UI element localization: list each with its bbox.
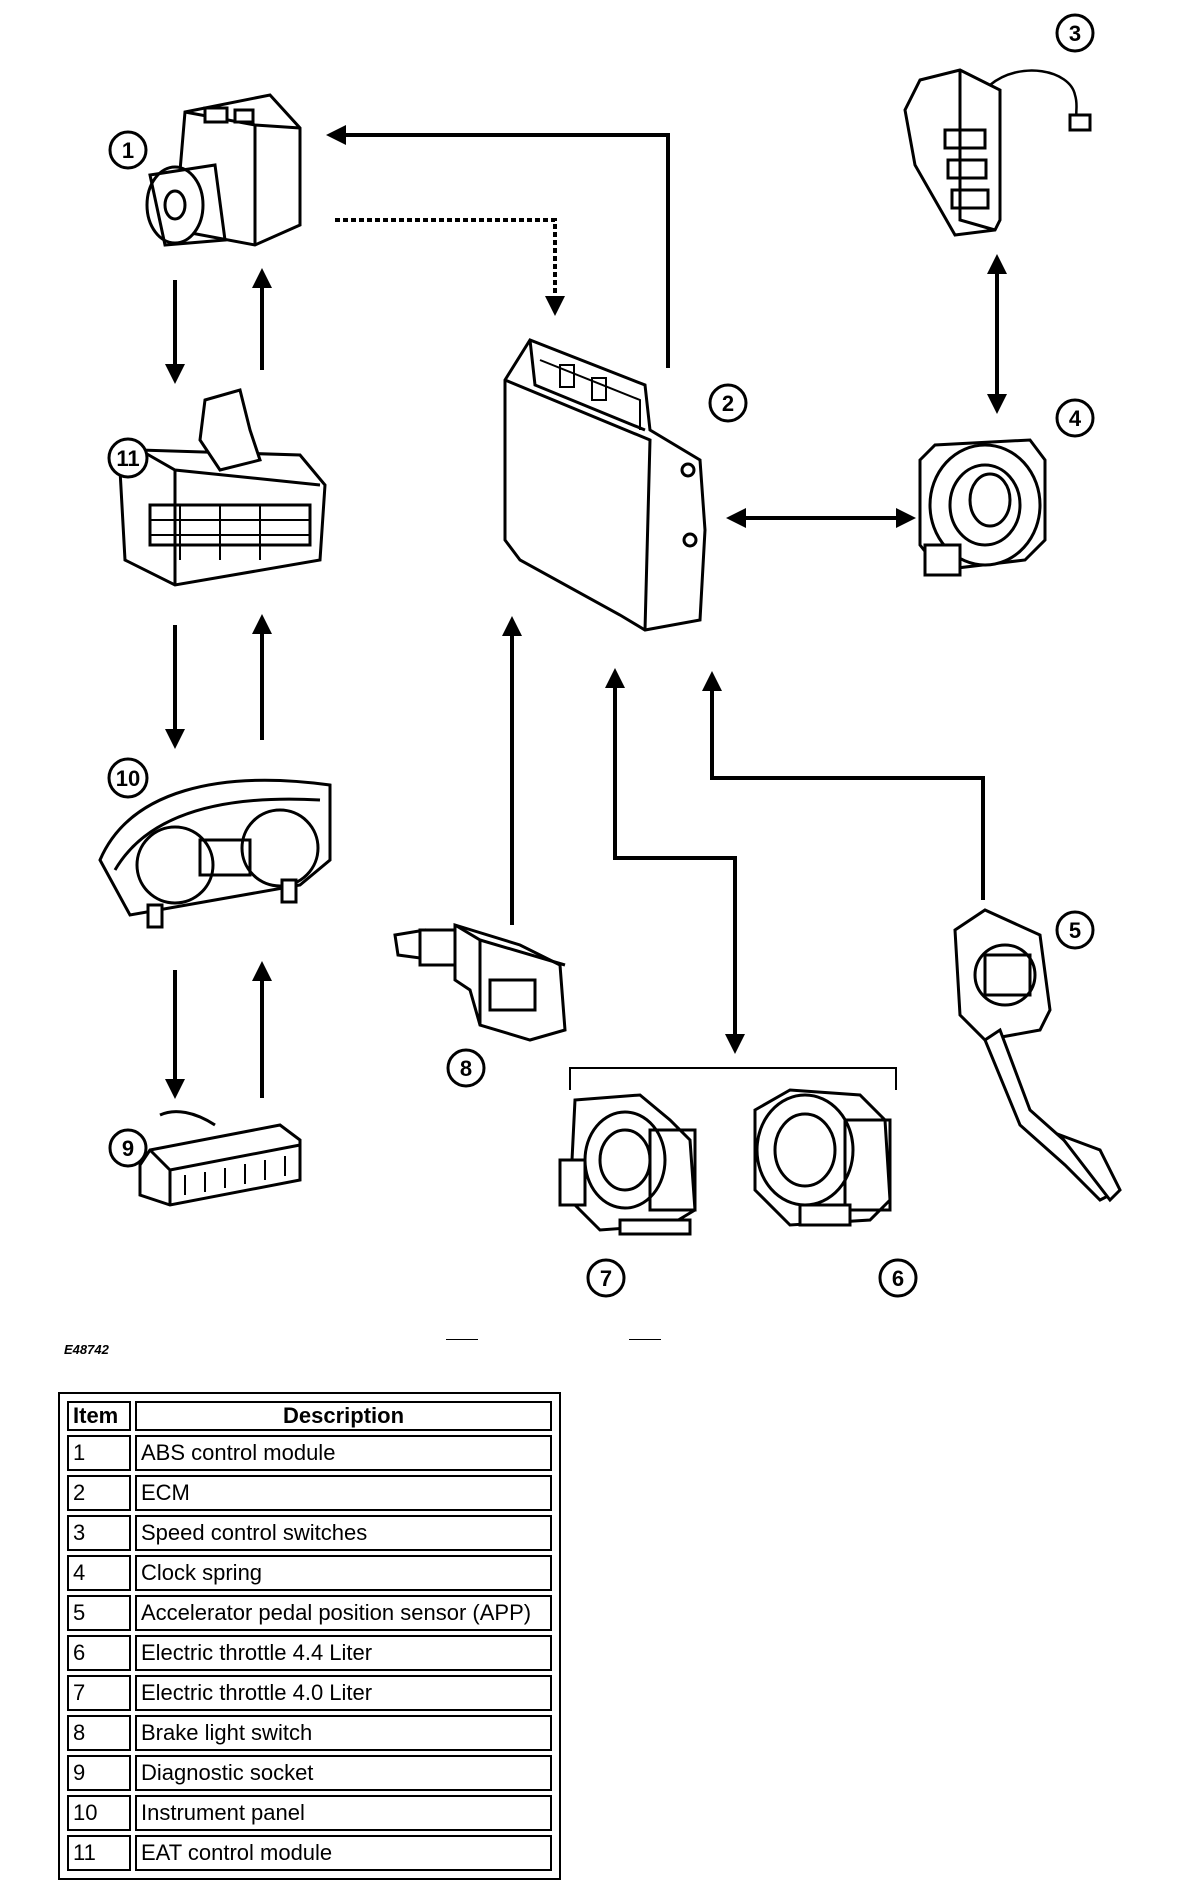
svg-text:6: 6 — [892, 1266, 904, 1291]
item-number: 9 — [67, 1755, 131, 1791]
svg-text:5: 5 — [1069, 918, 1081, 943]
header-item: Item — [67, 1401, 131, 1431]
item-number: 8 — [67, 1715, 131, 1751]
item-description: ABS control module — [135, 1435, 552, 1471]
brake-switch-drawing — [393, 922, 567, 1042]
callout-10: 10 — [107, 757, 149, 799]
item-description: Clock spring — [135, 1555, 552, 1591]
item-number: 7 — [67, 1675, 131, 1711]
throttle-bracket — [569, 1067, 897, 1090]
item-description: Diagnostic socket — [135, 1755, 552, 1791]
ecm-drawing — [503, 338, 707, 632]
throttle-44-drawing — [753, 1088, 892, 1227]
item-description: Electric throttle 4.0 Liter — [135, 1675, 552, 1711]
callout-7: 7 — [586, 1258, 626, 1298]
callout-6: 6 — [878, 1258, 918, 1298]
header-description: Description — [135, 1401, 552, 1431]
svg-text:10: 10 — [116, 766, 140, 791]
svg-text:7: 7 — [600, 1266, 612, 1291]
diagnostic-socket-drawing — [138, 1110, 302, 1207]
table-header-row: Item Description — [67, 1401, 552, 1431]
item-description: Speed control switches — [135, 1515, 552, 1551]
app-sensor-drawing — [953, 908, 1122, 1203]
callout-3: 3 — [1055, 13, 1095, 53]
svg-text:1: 1 — [122, 138, 134, 163]
connection-arrows — [165, 125, 1007, 1099]
callout-4: 4 — [1055, 398, 1095, 438]
svg-text:4: 4 — [1069, 406, 1082, 431]
item-number: 3 — [67, 1515, 131, 1551]
arrow-app-to-ecm — [702, 671, 985, 900]
clock-spring-drawing — [918, 438, 1047, 577]
item-description: EAT control module — [135, 1835, 552, 1871]
svg-text:11: 11 — [116, 446, 139, 471]
arrow-ecm-to-abs — [326, 125, 670, 368]
arrow-ecm-to-throttle — [613, 680, 745, 1054]
item-number: 11 — [67, 1835, 131, 1871]
item-description: Electric throttle 4.4 Liter — [135, 1635, 552, 1671]
callout-8: 8 — [446, 1048, 486, 1088]
throttle-40-drawing — [558, 1093, 697, 1236]
speed-switches-drawing — [903, 68, 1092, 237]
item-number: 1 — [67, 1435, 131, 1471]
item-description: Instrument panel — [135, 1795, 552, 1831]
callout-1: 1 — [108, 130, 148, 170]
svg-text:2: 2 — [722, 391, 734, 416]
item-number: 5 — [67, 1595, 131, 1631]
svg-text:8: 8 — [460, 1056, 472, 1081]
callout-2: 2 — [708, 383, 748, 423]
item-number: 4 — [67, 1555, 131, 1591]
svg-text:3: 3 — [1069, 21, 1081, 46]
item-description: Brake light switch — [135, 1715, 552, 1751]
svg-text:9: 9 — [122, 1136, 134, 1161]
callout-9: 9 — [108, 1128, 148, 1168]
item-number: 6 — [67, 1635, 131, 1671]
callouts: 1 2 3 4 5 6 7 8 9 10 11 — [107, 13, 1095, 1298]
item-description: Accelerator pedal position sensor (APP) — [135, 1595, 552, 1631]
item-number: 10 — [67, 1795, 131, 1831]
item-description: ECM — [135, 1475, 552, 1511]
system-diagram: 1 2 3 4 5 6 7 8 9 10 11 A D — [98, 13, 1122, 1340]
abs-module-drawing — [145, 93, 302, 247]
arrow-abs-to-ecm-dashed — [335, 218, 565, 316]
instrument-panel-drawing — [98, 778, 332, 929]
callout-5: 5 — [1055, 910, 1095, 950]
eat-module-drawing — [118, 388, 327, 587]
figure-code: E48742 — [64, 1342, 109, 1357]
item-number: 2 — [67, 1475, 131, 1511]
callout-11: 11 — [107, 437, 149, 479]
